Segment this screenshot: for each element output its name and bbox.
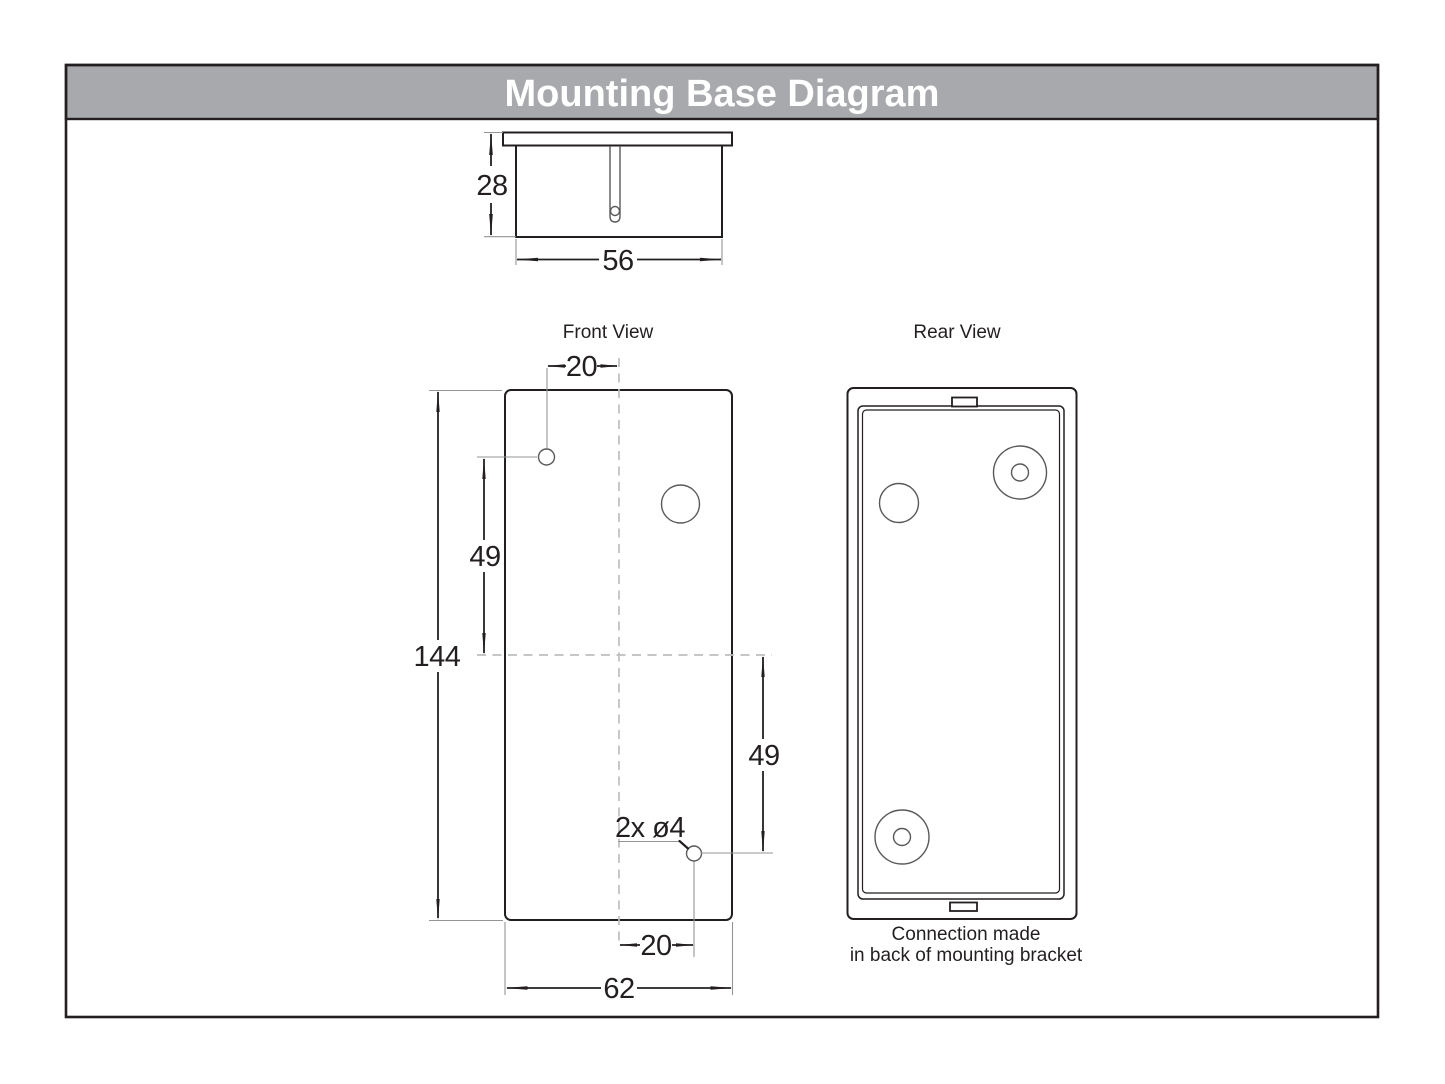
dim-value: 28 (476, 170, 507, 202)
dim-top-view-width: 56 (515, 239, 723, 277)
rear-view-caption: Connection made in back of mounting brac… (850, 924, 1083, 966)
arrowhead-down (482, 633, 486, 655)
top-view-flange (502, 131, 733, 147)
page-border (64, 63, 1380, 1019)
rear-view-inner-panel-inner (861, 409, 1061, 894)
dim-value: 49 (469, 541, 500, 573)
arrowhead-left (619, 943, 637, 947)
arrowhead-right (700, 257, 722, 262)
dim-value: 144 (414, 641, 461, 673)
arrowhead-up (489, 132, 493, 155)
arrowhead-down (489, 214, 493, 237)
rear-view-screw-boss-top-hole (1010, 463, 1030, 482)
arrowhead-up (482, 457, 486, 479)
rear-view-inner-panel-outer (857, 405, 1065, 900)
caption-line-2: in back of mounting bracket (850, 945, 1083, 966)
dim-top-view-height: 28 (476, 131, 516, 238)
page-frame: Mounting Base Diagram (64, 63, 1380, 1019)
top-view-slot-hole (609, 205, 621, 217)
rear-view-screw-boss-top (992, 445, 1048, 500)
page-title: Mounting Base Diagram (505, 73, 940, 115)
rear-view-label: Rear View (913, 322, 1001, 343)
dim-value: 20 (640, 930, 671, 962)
callout-text: 2x ø4 (615, 812, 685, 844)
arrowhead-right (600, 364, 619, 368)
arrowhead-left (505, 986, 528, 990)
dim-front-upper-hole-spacing: 49 (469, 456, 537, 655)
front-view-screw-hole-top (537, 448, 556, 466)
arrowhead-right (676, 943, 694, 947)
dim-front-hole-offset-bottom: 20 (619, 861, 695, 962)
leader-pointer (678, 839, 690, 850)
title-bar (64, 63, 1380, 121)
rear-view: Rear View Connection made in back of mou… (846, 322, 1083, 966)
dim-value: 20 (566, 351, 597, 383)
arrowhead-up (436, 390, 440, 412)
dim-value: 49 (748, 740, 779, 772)
arrowhead-left (547, 364, 565, 368)
arrowhead-up (761, 655, 765, 677)
dim-front-hole-offset-top: 20 (546, 351, 619, 449)
front-view-cable-hole (660, 484, 701, 524)
hole-diameter-callout: 2x ø4 (615, 812, 690, 850)
rear-view-screw-boss-bottom-hole (892, 827, 912, 847)
top-view-body (515, 144, 723, 238)
dim-value: 62 (603, 973, 634, 1005)
arrowhead-left (516, 257, 538, 262)
front-view: Front View 20 (414, 322, 781, 1005)
rear-view-screw-boss-bottom (874, 809, 930, 865)
arrowhead-right (710, 986, 733, 990)
dim-value: 56 (602, 245, 633, 277)
arrowhead-down (436, 899, 440, 921)
rear-view-cable-hole (878, 482, 920, 524)
dim-front-lower-hole-spacing: 49 (701, 655, 780, 854)
top-view-keyhole-slot (609, 146, 621, 223)
dim-front-overall-height: 144 (414, 389, 503, 922)
rear-view-top-tab (951, 396, 978, 408)
front-view-label: Front View (563, 322, 654, 343)
caption-line-1: Connection made (892, 924, 1041, 945)
dim-front-overall-width: 62 (504, 922, 734, 1005)
top-view: 28 56 (476, 131, 733, 277)
rear-view-bottom-tab (949, 901, 978, 912)
arrowhead-down (761, 831, 765, 853)
